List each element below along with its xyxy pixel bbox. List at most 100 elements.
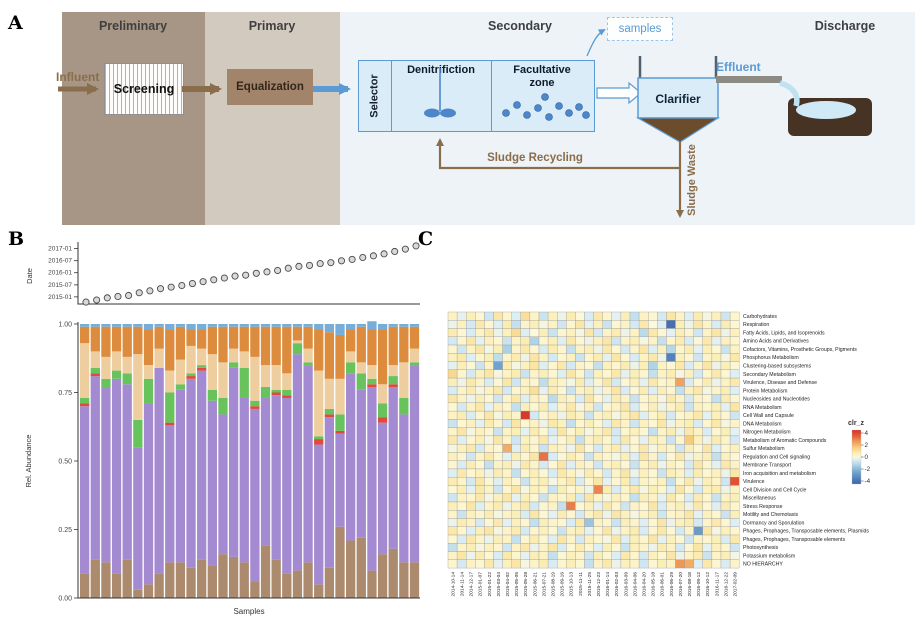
heatmap-cell: [566, 353, 576, 362]
heatmap-cell: [520, 435, 531, 445]
heatmap-cell: [538, 435, 549, 445]
heatmap-cell: [611, 501, 622, 511]
heatmap-cell: [629, 386, 640, 395]
heatmap-cell: [638, 485, 649, 494]
heatmap-cell: [547, 328, 558, 337]
heatmap-cell: [456, 402, 467, 412]
heatmap-cell: [693, 551, 703, 560]
heatmap-cell: [584, 534, 594, 544]
heatmap-cell: [684, 402, 694, 412]
heatmap-cell: [584, 543, 594, 552]
date-point: [156, 285, 165, 293]
heatmap-cell: [502, 551, 512, 560]
bar-segment-green: [207, 389, 217, 401]
bar-segment-green: [218, 397, 228, 415]
heatmap-cell: [593, 410, 603, 420]
heatmap-cell: [702, 386, 713, 395]
bar-segment-brown: [80, 573, 90, 598]
heatmap-cell: [729, 394, 740, 404]
bar-segment-green: [303, 362, 313, 366]
stage-title-secondary: Secondary: [488, 19, 552, 33]
heatmap-cell: [484, 534, 494, 544]
heatmap-cell: [575, 543, 585, 552]
heatmap-cell: [702, 402, 713, 412]
bar-segment-brown: [218, 554, 228, 598]
heatmap-cell: [675, 526, 685, 536]
heatmap-cell: [720, 477, 731, 486]
heatmap-cell: [466, 493, 476, 503]
heatmap-cell: [484, 402, 494, 412]
heatmap-cell: [557, 452, 567, 461]
heatmap-cell: [657, 427, 667, 437]
heatmap-cell: [611, 353, 622, 362]
bar-segment-orange: [399, 326, 409, 363]
heatmap-cell: [666, 394, 676, 404]
bar-segment-orange: [90, 326, 100, 352]
heatmap-cell: [538, 501, 549, 511]
heatmap-cell: [475, 320, 485, 329]
heatmap-cell: [547, 311, 558, 321]
bar-segment-orange: [409, 326, 420, 349]
heatmap-cell: [648, 419, 658, 428]
heatmap-cell: [693, 328, 703, 337]
heatmap-cell: [620, 311, 631, 321]
heatmap-col-label: 2016-07-20: [678, 572, 684, 597]
bar-segment-tan: [90, 351, 100, 368]
heatmap-cell: [466, 361, 476, 370]
heatmap-cell: [493, 526, 503, 536]
bar-segment-tan: [409, 348, 420, 363]
heatmap-cell: [602, 551, 612, 560]
heatmap-cell: [638, 435, 649, 445]
heatmap-cell: [520, 361, 531, 370]
heatmap-cell: [720, 551, 731, 560]
heatmap-cell: [620, 427, 631, 437]
heatmap-cell: [702, 518, 713, 527]
heatmap-cell: [484, 377, 494, 387]
bar-segment-brown: [197, 559, 207, 598]
heatmap-cell: [711, 460, 722, 470]
bar-segment-tan: [271, 365, 281, 390]
heatmap-cell: [629, 336, 640, 346]
heatmap-cell: [475, 485, 485, 494]
bar-segment-red: [314, 439, 324, 445]
heatmap-cell: [675, 468, 685, 478]
heatmap-cell: [711, 353, 722, 362]
bar-segment-green: [133, 419, 143, 448]
heatmap-cell: [675, 477, 685, 486]
heatmap-cell: [466, 501, 476, 511]
heatmap-cell: [675, 410, 685, 420]
heatmap-cell: [456, 311, 467, 321]
heatmap-cell: [484, 336, 494, 346]
heatmap-cell: [584, 452, 594, 461]
heatmap-cell: [493, 353, 503, 362]
heatmap-cell: [511, 493, 521, 503]
bar-segment-purple: [399, 414, 409, 563]
heatmap-cell: [729, 435, 740, 445]
heatmap-cell: [720, 443, 731, 453]
heatmap-cell: [638, 394, 649, 404]
heatmap-cell: [638, 543, 649, 552]
heatmap-cell: [566, 419, 576, 428]
heatmap-cell: [629, 410, 640, 420]
stage-primary-bg: [205, 12, 340, 225]
heatmap-cell: [729, 427, 740, 437]
heatmap-cell: [520, 526, 531, 536]
heatmap-cell: [593, 443, 603, 453]
heatmap-cell: [547, 443, 558, 453]
heatmap-cell: [566, 485, 576, 494]
heatmap-cell: [447, 485, 458, 494]
heatmap-cell: [693, 468, 703, 478]
heatmap-cell: [684, 526, 694, 536]
heatmap-cell: [502, 493, 512, 503]
bar-y-tick-label: 0.75: [58, 390, 72, 397]
heatmap-cell: [657, 534, 667, 544]
bar-segment-purple: [303, 365, 313, 563]
heatmap-cell: [620, 452, 631, 461]
heatmap-col-label: 2016-06-29: [669, 572, 675, 597]
heatmap-cell: [657, 485, 667, 494]
heatmap-row-label: Sulfur Metabolism: [743, 446, 785, 452]
heatmap-cell: [575, 534, 585, 544]
heatmap-cell: [729, 551, 740, 560]
heatmap-cell: [657, 468, 667, 478]
heatmap-cell: [666, 460, 676, 470]
